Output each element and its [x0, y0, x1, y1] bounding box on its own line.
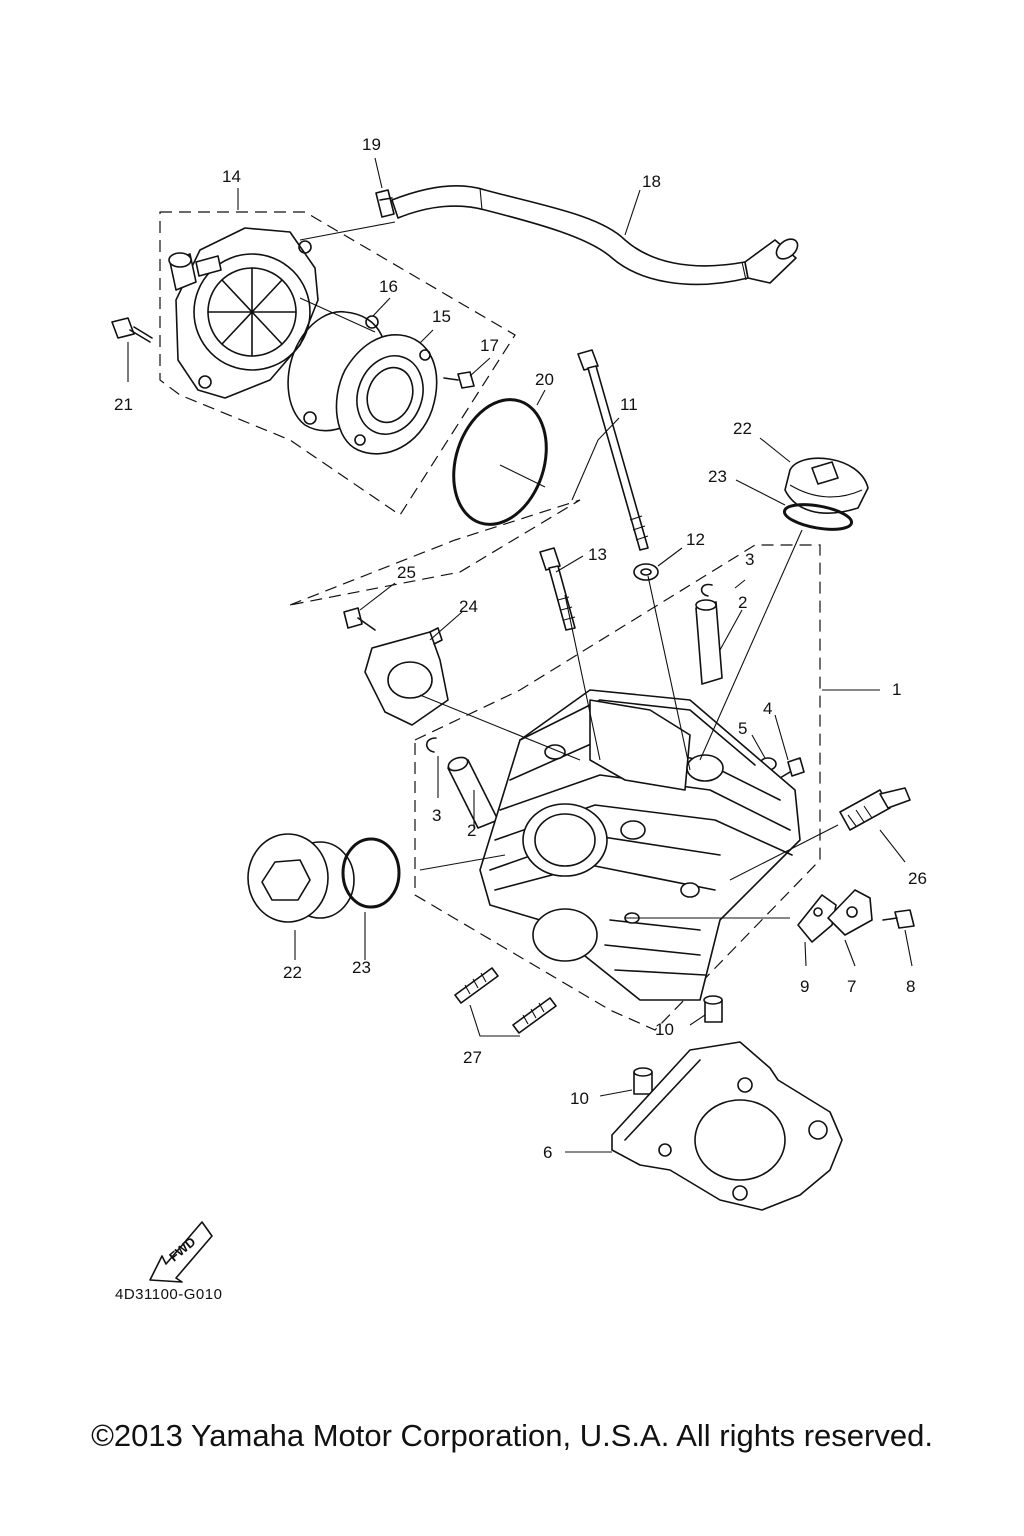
part-label-23-upper: 23: [708, 467, 727, 486]
part-label-23-lower: 23: [352, 958, 371, 977]
assembly-boundaries: [159, 211, 821, 1031]
cylinder-head: [479, 689, 801, 1001]
part-label-12: 12: [686, 530, 705, 549]
part-label-25: 25: [397, 563, 416, 582]
part-label-22-lower: 22: [283, 963, 302, 982]
part-label-7: 7: [847, 977, 856, 996]
cam-plate: [364, 627, 449, 726]
part-label-10-upper: 10: [655, 1020, 674, 1039]
plate-bolt: [882, 909, 915, 929]
o-ring-upper: [782, 503, 854, 531]
small-bolt: [779, 757, 805, 779]
head-gasket: [611, 1041, 843, 1211]
cam-plate-bolt: [343, 607, 376, 631]
part-label-3-upper: 3: [745, 550, 754, 569]
part-label-19: 19: [362, 135, 381, 154]
filler-cap-lower: [247, 833, 355, 923]
hose-clamp: [375, 189, 395, 218]
stud-bolt-left: [454, 967, 499, 1004]
stud-bolt-right: [512, 997, 557, 1034]
part-label-24: 24: [459, 597, 478, 616]
part-label-8: 8: [906, 977, 915, 996]
valve-guide-upper: [695, 599, 723, 685]
part-label-2-lower: 2: [467, 821, 476, 840]
part-label-6: 6: [543, 1143, 552, 1162]
part-number-labels: 1 2 2 3 3 4 5 6 7 8 9 10 10 11 12 13 14 …: [114, 135, 927, 1162]
part-label-11: 11: [620, 395, 638, 414]
valve-clip-upper: [700, 583, 713, 597]
copyright-notice: ©2013 Yamaha Motor Corporation, U.S.A. A…: [91, 1418, 933, 1453]
large-o-ring: [452, 398, 548, 526]
filler-cap-upper: [784, 457, 869, 514]
dowel-pin-upper: [703, 995, 723, 1023]
part-label-16: 16: [379, 277, 398, 296]
valve-clip-lower: [425, 737, 437, 753]
part-label-17: 17: [480, 336, 499, 355]
breather-hose: [391, 184, 799, 286]
dowel-pin-lower: [633, 1067, 653, 1095]
part-label-4: 4: [763, 699, 772, 718]
diagram-code: 4D31100-G010: [115, 1286, 222, 1303]
plate-screw: [443, 371, 475, 389]
part-label-2-upper: 2: [738, 593, 747, 612]
part-label-15: 15: [432, 307, 451, 326]
part-label-9: 9: [800, 977, 809, 996]
part-label-21: 21: [114, 395, 133, 414]
part-label-20: 20: [535, 370, 554, 389]
part-label-26: 26: [908, 869, 927, 888]
leader-lines: [127, 157, 913, 1153]
fwd-arrow-icon: FWD: [149, 1221, 213, 1283]
spark-plug: [839, 787, 911, 831]
stud-washer: [633, 563, 659, 581]
part-label-13: 13: [588, 545, 607, 564]
part-label-3-lower: 3: [432, 806, 441, 825]
part-label-5: 5: [738, 719, 747, 738]
cover-plate: [827, 889, 873, 936]
valve-guide-lower: [447, 756, 499, 829]
breather-cover: [168, 227, 319, 399]
part-label-22-upper: 22: [733, 419, 752, 438]
long-stud-bolt: [577, 349, 649, 551]
cover-bolt: [111, 317, 153, 343]
part-label-14: 14: [222, 167, 241, 186]
o-ring-lower: [341, 837, 401, 909]
breather-plate: [335, 334, 438, 455]
part-label-1: 1: [892, 680, 901, 699]
part-label-27: 27: [463, 1048, 482, 1067]
part-label-18: 18: [642, 172, 661, 191]
part-label-10-lower: 10: [570, 1089, 589, 1108]
